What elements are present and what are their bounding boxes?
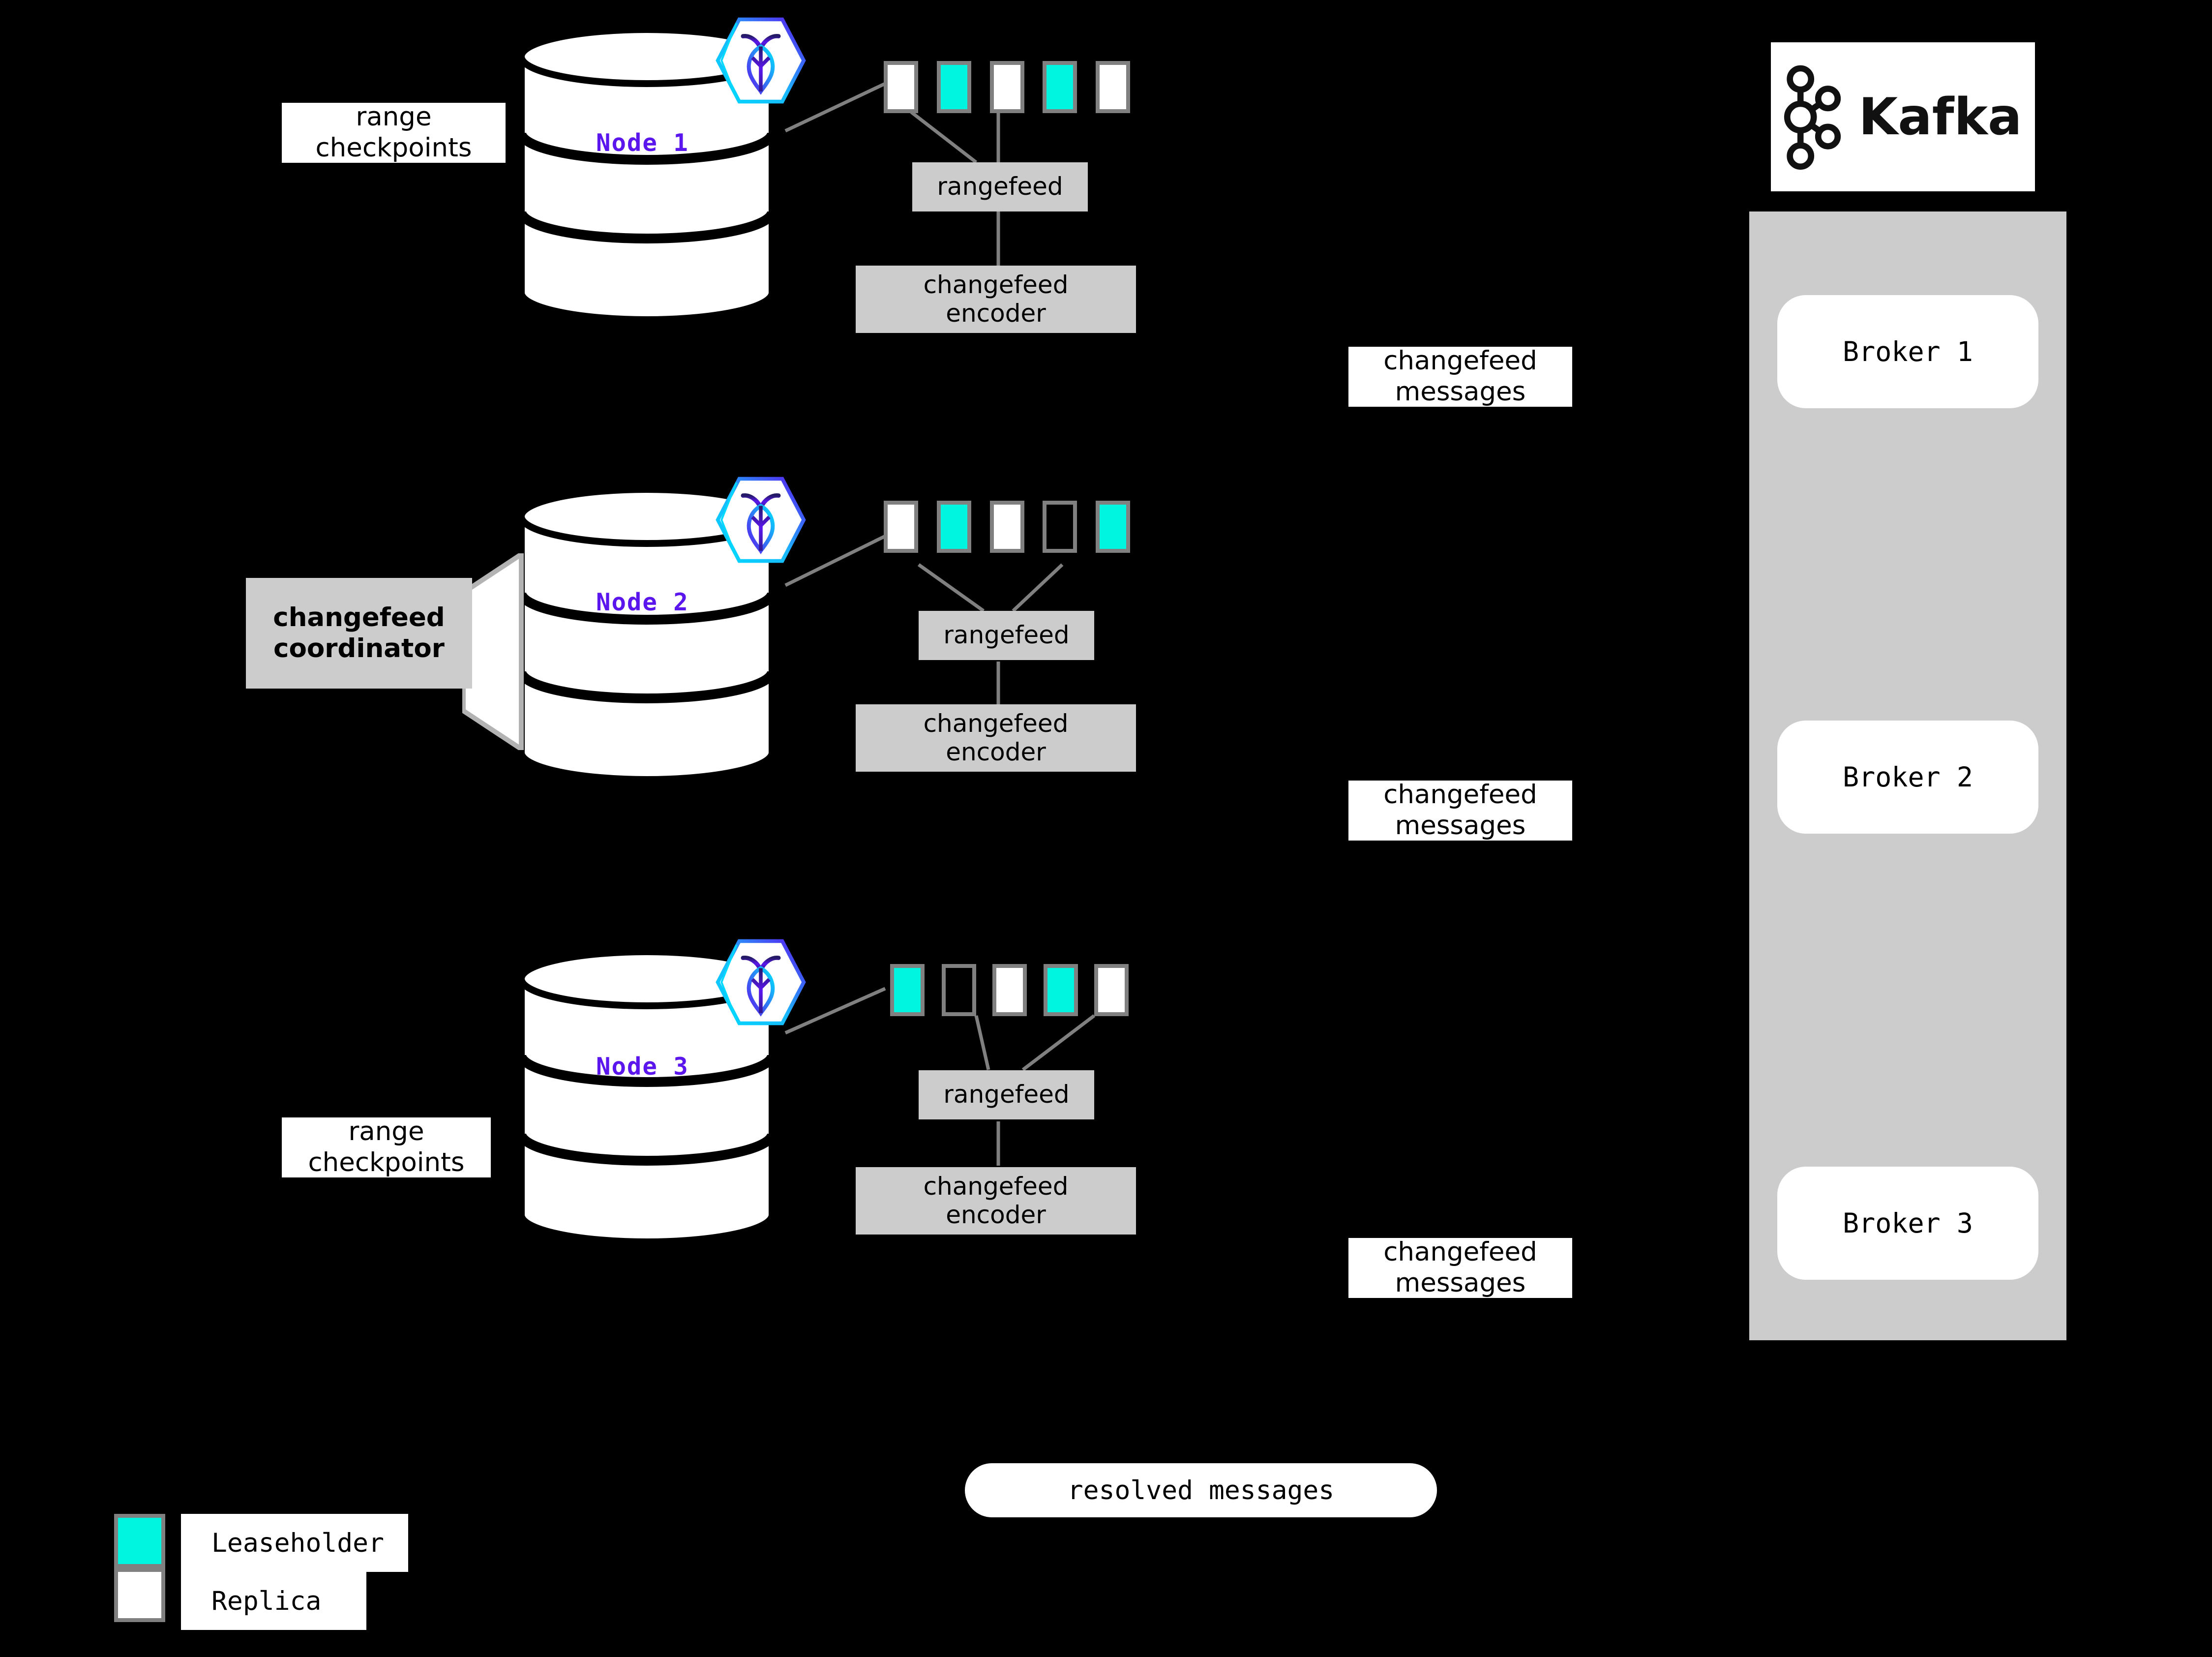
node-2-label: Node 2 xyxy=(596,588,689,616)
node-1-rangefeed-box[interactable]: rangefeed xyxy=(912,162,1088,211)
node-2-cylinder xyxy=(516,487,777,787)
kafka-wordmark: Kafka xyxy=(1858,87,2022,147)
range-box[interactable] xyxy=(1043,61,1077,113)
node-3-range-checkpoints-label: range checkpoints xyxy=(282,1116,491,1177)
range-box[interactable] xyxy=(992,964,1027,1016)
range-box[interactable] xyxy=(990,501,1024,553)
node-2-encoder-box[interactable]: changefeed encoder xyxy=(856,704,1136,772)
kafka-logo-card: Kafka xyxy=(1771,42,2035,191)
legend-label-replica: Replica xyxy=(181,1572,366,1630)
node-3-encoder-box[interactable]: changefeed encoder xyxy=(856,1167,1136,1235)
cockroachdb-hexagon-icon xyxy=(714,14,807,109)
range-box[interactable] xyxy=(937,501,971,553)
node-1-encoder-box[interactable]: changefeed encoder xyxy=(856,266,1136,333)
kafka-broker-2[interactable]: Broker 2 xyxy=(1777,721,2038,834)
node-1-changefeed-messages-label: changefeed messages xyxy=(1348,346,1572,407)
broker-inbound-arrow xyxy=(2063,325,2088,349)
node-2-changefeed-messages-label: changefeed messages xyxy=(1348,780,1572,841)
range-box[interactable] xyxy=(1094,964,1129,1016)
range-box[interactable] xyxy=(942,964,976,1016)
range-box[interactable] xyxy=(1044,964,1078,1016)
node-3-changefeed-messages-label: changefeed messages xyxy=(1348,1237,1572,1298)
range-box[interactable] xyxy=(1096,61,1130,113)
node-2-rangefeed-box[interactable]: rangefeed xyxy=(919,611,1094,660)
range-box[interactable] xyxy=(1096,501,1130,553)
range-box[interactable] xyxy=(937,61,971,113)
kafka-broker-1[interactable]: Broker 1 xyxy=(1777,295,2038,408)
kafka-logo-icon xyxy=(1784,65,1841,170)
node-3-label: Node 3 xyxy=(596,1053,689,1081)
range-box[interactable] xyxy=(990,61,1024,113)
range-box[interactable] xyxy=(1043,501,1077,553)
node-3-rangefeed-box[interactable]: rangefeed xyxy=(919,1070,1094,1119)
node-1-cylinder xyxy=(516,27,777,327)
range-box[interactable] xyxy=(890,964,925,1016)
coordinator-pointer xyxy=(462,553,524,750)
legend-swatch-leaseholder xyxy=(114,1514,165,1568)
kafka-broker-3[interactable]: Broker 3 xyxy=(1777,1167,2038,1280)
cockroachdb-hexagon-icon xyxy=(714,935,807,1031)
node-3-cylinder xyxy=(516,949,777,1249)
legend-swatch-replica xyxy=(114,1568,165,1622)
range-box[interactable] xyxy=(884,61,918,113)
legend-label-leaseholder: Leaseholder xyxy=(181,1514,408,1572)
node-1-range-checkpoints-label: range checkpoints xyxy=(282,102,506,163)
resolved-messages-pill[interactable]: resolved messages xyxy=(965,1463,1437,1517)
range-box[interactable] xyxy=(884,501,918,553)
changefeed-coordinator-box[interactable]: changefeed coordinator xyxy=(246,578,472,689)
node-1-label: Node 1 xyxy=(596,129,689,157)
cockroachdb-hexagon-icon xyxy=(714,473,807,569)
